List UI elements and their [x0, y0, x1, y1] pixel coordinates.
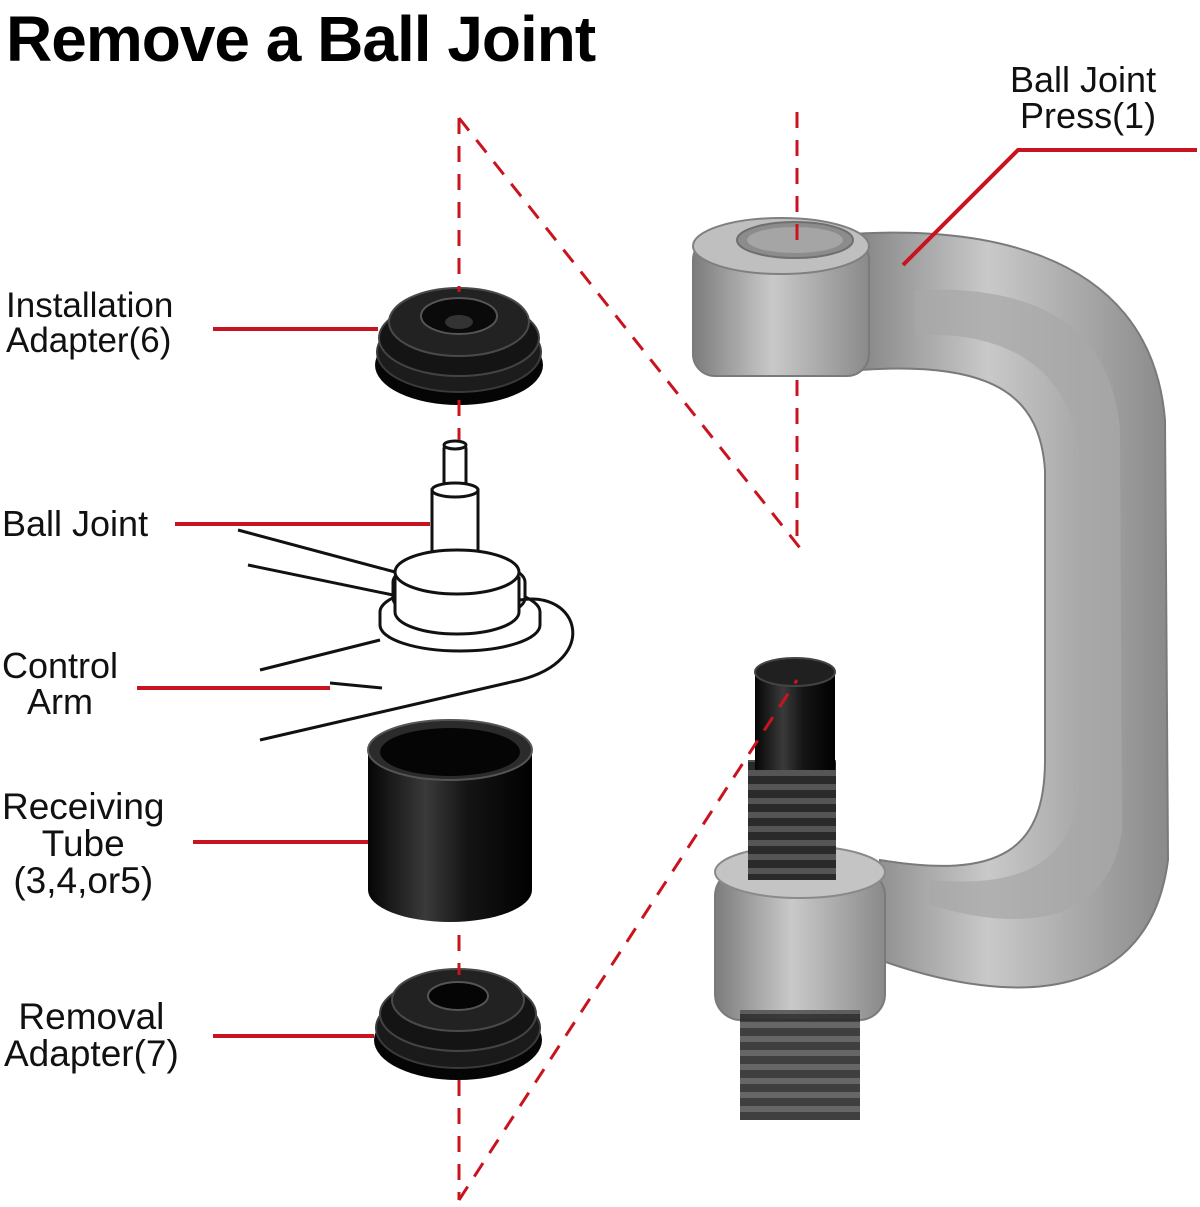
label-control-arm-line1: Control	[2, 645, 119, 686]
receiving-tube-icon	[367, 719, 533, 922]
label-ball-joint: Ball Joint	[2, 506, 148, 542]
ball-joint-press-icon	[692, 217, 1170, 1021]
label-receiving-tube: Receiving Tube (3,4,or5)	[2, 788, 164, 899]
label-installation-adapter: Installation Adapter(6)	[6, 288, 173, 358]
control-arm-icon	[237, 528, 575, 742]
label-control-arm-line2: Arm	[27, 681, 94, 722]
label-ball-joint-press: Ball Joint Press(1)	[1010, 62, 1156, 134]
label-receiving-tube-line2: Tube	[41, 823, 125, 864]
label-removal-adapter: Removal Adapter(7)	[4, 998, 179, 1072]
label-installation-adapter-line2: Adapter(6)	[6, 321, 172, 360]
label-removal-adapter-line2: Adapter(7)	[4, 1033, 179, 1074]
label-removal-adapter-line1: Removal	[18, 996, 165, 1037]
label-ball-joint-line1: Ball Joint	[2, 503, 149, 544]
label-installation-adapter-line1: Installation	[6, 286, 174, 325]
removal-adapter-icon	[374, 968, 542, 1080]
page-title: Remove a Ball Joint	[6, 3, 596, 75]
label-ball-joint-press-line1: Ball Joint	[1010, 59, 1157, 100]
leader-press	[901, 148, 1197, 267]
alignment-dashed-lines	[457, 112, 802, 1201]
ball-joint-icon	[378, 439, 542, 653]
installation-adapter-icon	[375, 287, 543, 405]
label-receiving-tube-line1: Receiving	[2, 786, 165, 827]
leader-lines	[137, 148, 1197, 1038]
label-control-arm: Control Arm	[2, 648, 118, 720]
threaded-screw-icon	[740, 657, 860, 1120]
label-ball-joint-press-line2: Press(1)	[1020, 95, 1157, 136]
label-receiving-tube-line3: (3,4,or5)	[13, 860, 154, 901]
